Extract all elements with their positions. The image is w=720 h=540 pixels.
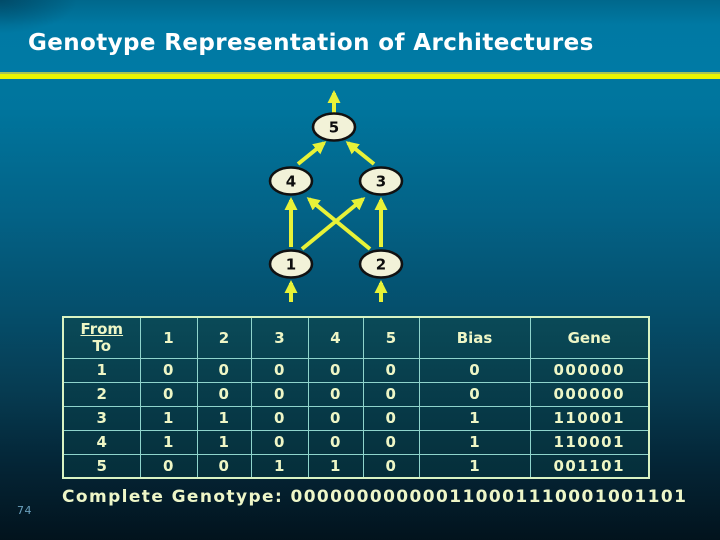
col-header-3: 3 [250, 316, 309, 359]
col-header-2: 2 [196, 316, 252, 359]
weight-cell: 0 [307, 357, 364, 383]
from-label: From [80, 319, 124, 338]
node-5-ellipse [311, 112, 357, 142]
weight-cell: 0 [362, 357, 420, 383]
bias-cell: 1 [418, 405, 531, 431]
bias-cell: 0 [418, 381, 531, 407]
edge-1-to-3 [300, 197, 366, 251]
weight-cell: 0 [362, 453, 420, 479]
col-header-4: 4 [307, 316, 364, 359]
weight-cell: 1 [307, 453, 364, 479]
node-3-label: 3 [376, 173, 386, 191]
weight-cell: 0 [139, 453, 198, 479]
to-node-cell: 2 [62, 381, 141, 407]
to-node-cell: 5 [62, 453, 141, 479]
weight-cell: 0 [250, 381, 309, 407]
diagram-nodes: 5 4 3 1 2 [268, 112, 404, 279]
bias-cell: 0 [418, 357, 531, 383]
gene-cell: 000000 [529, 357, 650, 383]
weight-cell: 0 [307, 381, 364, 407]
weight-cell: 1 [250, 453, 309, 479]
table-header-row: From To 1 2 3 4 5 Bias Gene [62, 316, 650, 359]
weight-cell: 0 [139, 381, 198, 407]
weight-cell: 0 [307, 429, 364, 455]
table-row: 2 0 0 0 0 0 0 000000 [62, 381, 650, 407]
table-row: 5 0 0 1 1 0 1 001101 [62, 453, 650, 479]
node-4: 4 [268, 166, 314, 196]
gene-cell: 110001 [529, 405, 650, 431]
complete-genotype-label: Complete Genotype: [62, 487, 284, 507]
weight-cell: 1 [196, 405, 252, 431]
weight-cell: 1 [196, 429, 252, 455]
edge-4-to-5 [296, 141, 327, 166]
weight-cell: 0 [196, 381, 252, 407]
diagram-edges [284, 90, 388, 302]
node-2-label: 2 [376, 256, 386, 274]
node-4-ellipse [268, 166, 314, 196]
col-header-1: 1 [139, 316, 198, 359]
page-title: Genotype Representation of Architectures [28, 30, 594, 56]
node-3: 3 [358, 166, 404, 196]
node-3-ellipse [358, 166, 404, 196]
to-node-cell: 1 [62, 357, 141, 383]
col-header-bias: Bias [418, 316, 531, 359]
complete-genotype-line: Complete Genotype: 000000000000110001110… [62, 487, 702, 507]
node-4-label: 4 [286, 173, 296, 191]
node-1-label: 1 [286, 256, 296, 274]
weight-cell: 1 [139, 429, 198, 455]
connectivity-table: From To 1 2 3 4 5 Bias Gene 1 0 0 0 0 0 [62, 316, 650, 479]
node-2: 2 [358, 249, 404, 279]
bias-cell: 1 [418, 429, 531, 455]
gene-cell: 000000 [529, 381, 650, 407]
weight-cell: 0 [250, 357, 309, 383]
col-header-gene: Gene [529, 316, 650, 359]
title-divider-rule [0, 72, 720, 79]
gene-cell: 110001 [529, 429, 650, 455]
table-row: 1 0 0 0 0 0 0 000000 [62, 357, 650, 383]
col-header-5: 5 [362, 316, 420, 359]
weight-cell: 0 [362, 381, 420, 407]
title-bar: Genotype Representation of Architectures [0, 0, 720, 72]
gene-cell: 001101 [529, 453, 650, 479]
node-5-label: 5 [329, 119, 339, 137]
table-row: 4 1 1 0 0 0 1 110001 [62, 429, 650, 455]
weight-cell: 0 [196, 357, 252, 383]
table-row: 3 1 1 0 0 0 1 110001 [62, 405, 650, 431]
node-2-ellipse [358, 249, 404, 279]
page-number: 74 [17, 504, 32, 517]
weight-cell: 0 [139, 357, 198, 383]
complete-genotype-value: 000000000000110001110001001101 [290, 487, 688, 507]
weight-cell: 0 [307, 405, 364, 431]
node-1-ellipse [268, 249, 314, 279]
weight-cell: 0 [196, 453, 252, 479]
to-label: To [92, 336, 112, 355]
edge-3-to-5 [345, 141, 376, 166]
node-1: 1 [268, 249, 314, 279]
node-5: 5 [311, 112, 357, 142]
weight-cell: 0 [362, 405, 420, 431]
to-node-cell: 4 [62, 429, 141, 455]
weight-cell: 0 [250, 405, 309, 431]
edge-2-to-4 [306, 197, 372, 251]
bias-cell: 1 [418, 453, 531, 479]
from-to-header: From To [62, 316, 141, 359]
weight-cell: 1 [139, 405, 198, 431]
weight-cell: 0 [362, 429, 420, 455]
to-node-cell: 3 [62, 405, 141, 431]
weight-cell: 0 [250, 429, 309, 455]
